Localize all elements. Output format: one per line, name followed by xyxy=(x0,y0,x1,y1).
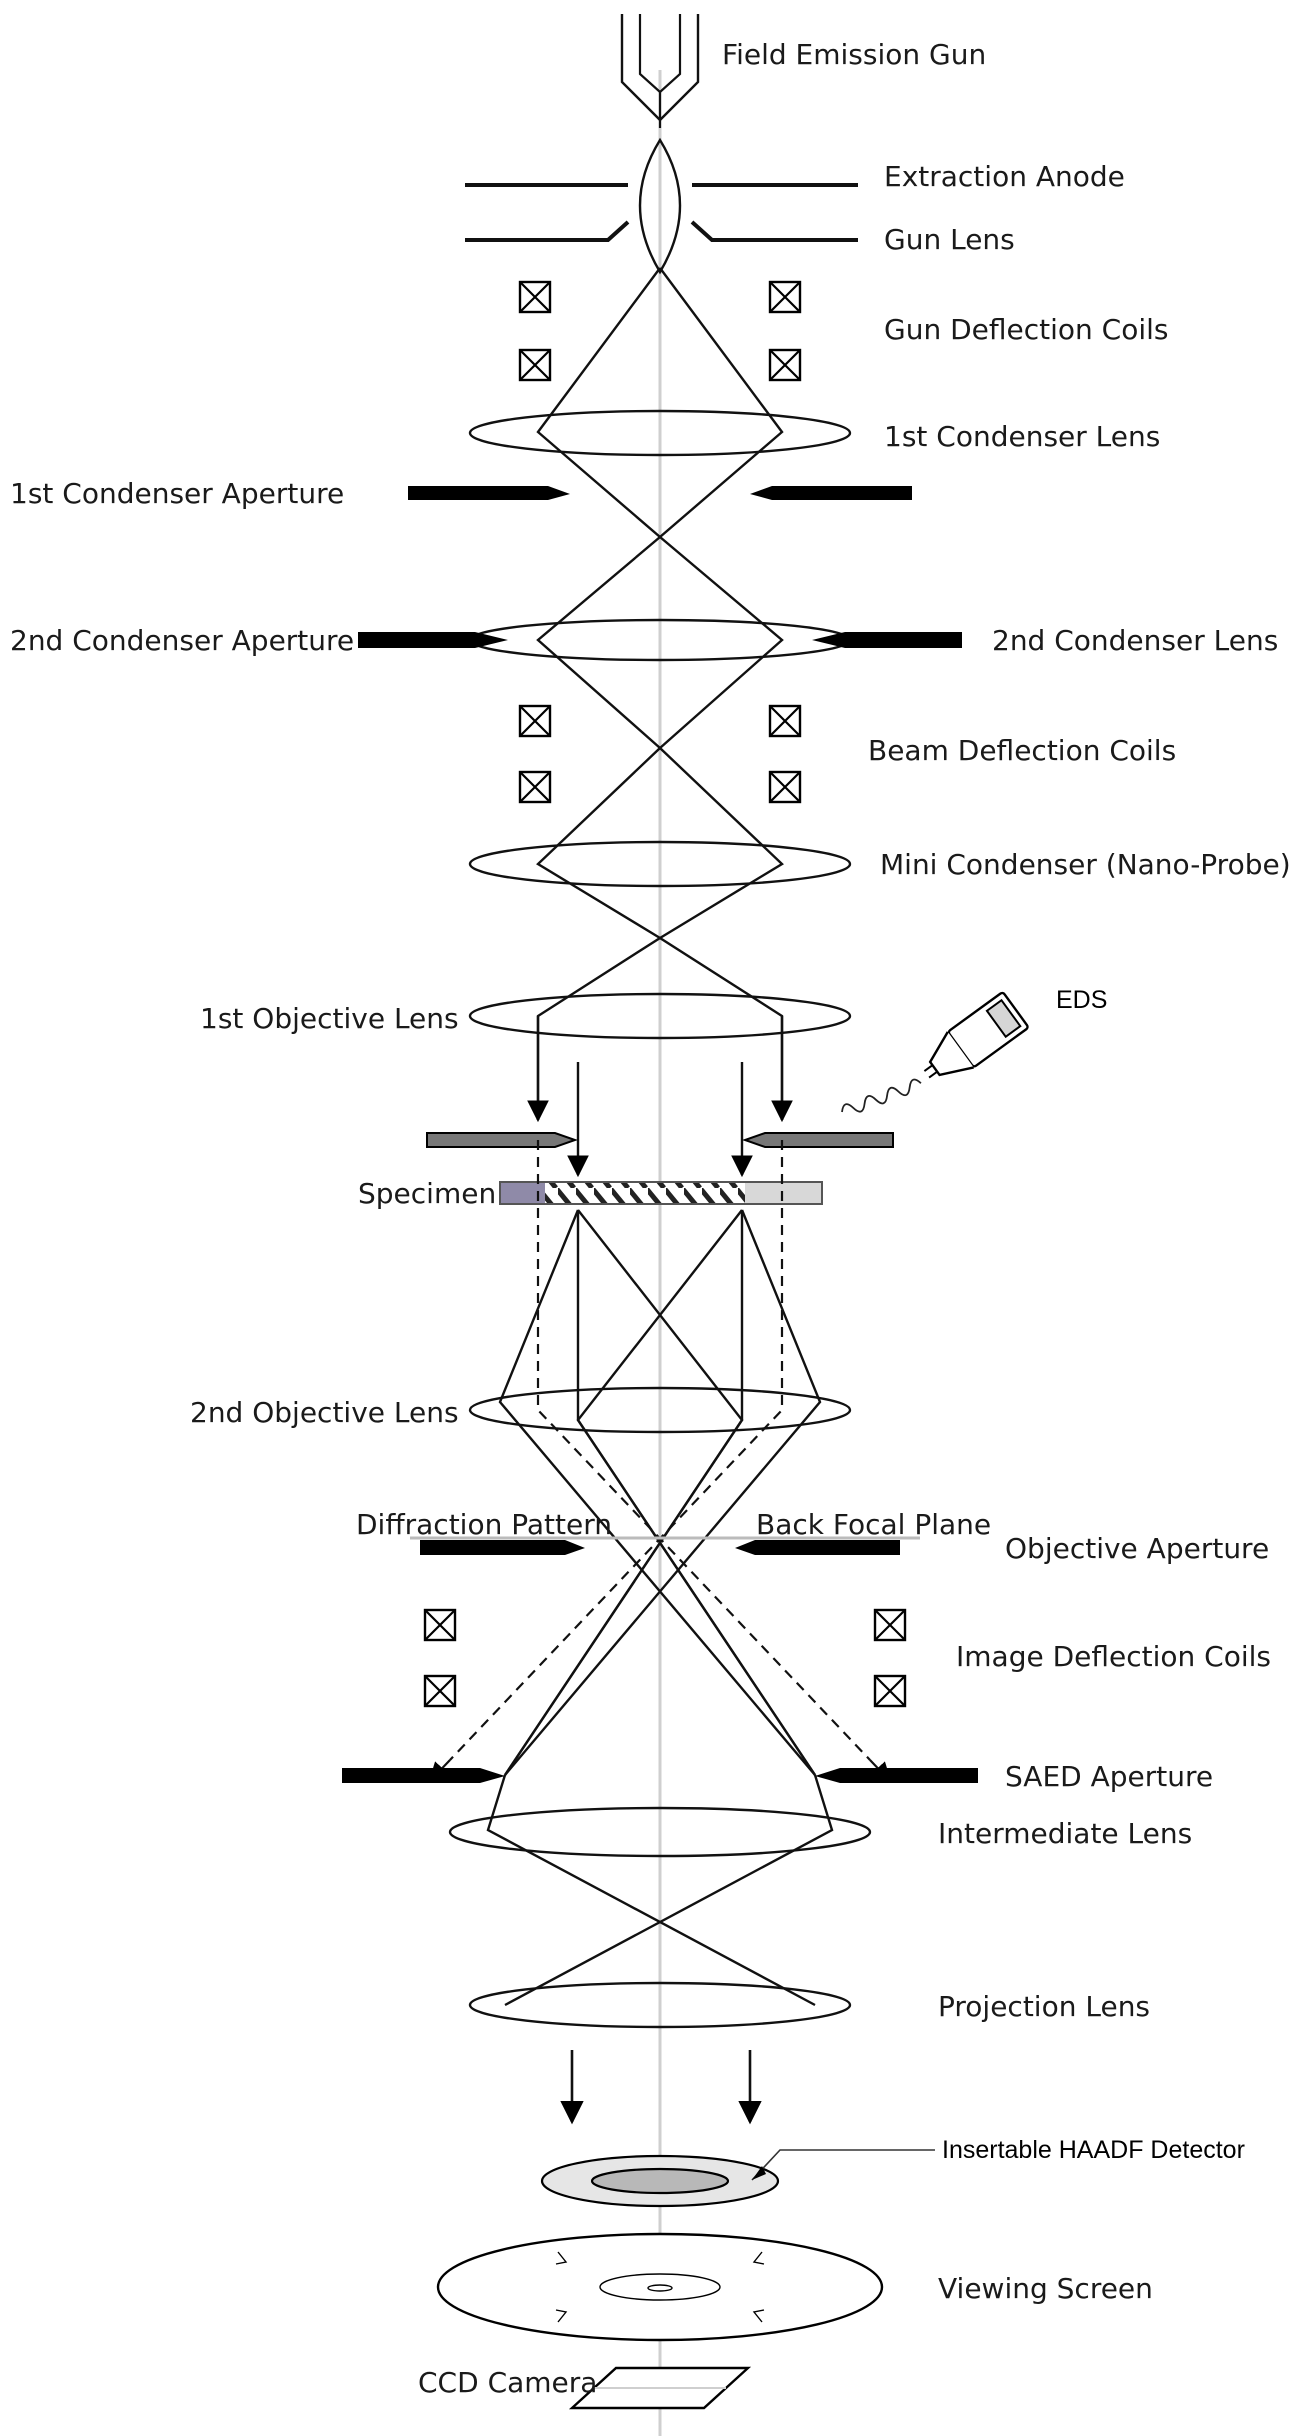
gun-lens-plates xyxy=(465,220,858,242)
label-projection-lens: Projection Lens xyxy=(938,1990,1150,2023)
viewing-screen xyxy=(436,2232,884,2342)
haadf-detector xyxy=(540,2154,780,2208)
intermediate-lens xyxy=(448,1806,872,1858)
second-condenser-aperture xyxy=(358,632,962,648)
label-ccd-camera: CCD Camera xyxy=(418,2366,597,2399)
label-beam-deflection-coils: Beam Deflection Coils xyxy=(868,734,1176,767)
label-specimen: Specimen xyxy=(358,1177,496,1210)
incident-beam-arrows xyxy=(527,1016,793,1178)
beam-deflection-coils xyxy=(518,704,802,804)
label-eds: EDS xyxy=(1056,986,1107,1014)
label-second-objective-lens: 2nd Objective Lens xyxy=(190,1396,459,1429)
first-condenser-lens xyxy=(468,409,852,457)
output-beam-arrows xyxy=(560,2050,762,2125)
imaging-rays xyxy=(486,1209,834,2007)
objective-aperture xyxy=(420,1540,900,1555)
saed-aperture xyxy=(342,1768,978,1783)
haadf-pointer xyxy=(751,2149,935,2181)
mini-condenser-lens xyxy=(468,840,852,888)
label-second-condenser-lens: 2nd Condenser Lens xyxy=(992,624,1278,657)
label-first-condenser-lens: 1st Condenser Lens xyxy=(884,420,1160,453)
first-condenser-aperture xyxy=(408,486,912,500)
label-image-deflection-coils: Image Deflection Coils xyxy=(956,1640,1271,1673)
label-field-emission-gun: Field Emission Gun xyxy=(722,38,986,71)
specimen xyxy=(499,1181,823,1205)
second-objective-lens xyxy=(468,1386,852,1434)
label-saed-aperture: SAED Aperture xyxy=(1005,1760,1213,1793)
label-viewing-screen: Viewing Screen xyxy=(938,2272,1153,2305)
eds-detector-icon xyxy=(841,991,1029,1113)
label-first-objective-lens: 1st Objective Lens xyxy=(200,1002,459,1035)
label-mini-condenser: Mini Condenser (Nano-Probe) xyxy=(880,848,1291,881)
label-gun-lens: Gun Lens xyxy=(884,223,1015,256)
first-objective-lens xyxy=(468,992,852,1040)
ccd-camera xyxy=(568,2366,752,2410)
label-gun-deflection-coils: Gun Deflection Coils xyxy=(884,313,1169,346)
label-diffraction-pattern: Diffraction Pattern xyxy=(356,1508,612,1541)
gun-lens xyxy=(638,137,682,275)
label-back-focal-plane: Back Focal Plane xyxy=(756,1508,991,1541)
label-extraction-anode: Extraction Anode xyxy=(884,160,1125,193)
image-deflection-coils xyxy=(423,1608,907,1708)
label-haadf-detector: Insertable HAADF Detector xyxy=(942,2136,1245,2164)
field-emission-gun xyxy=(620,14,700,128)
projection-lens xyxy=(468,1981,852,2029)
label-intermediate-lens: Intermediate Lens xyxy=(938,1817,1192,1850)
gun-deflection-coils xyxy=(518,280,802,382)
label-second-condenser-aperture: 2nd Condenser Aperture xyxy=(10,624,354,657)
illumination-rays xyxy=(536,267,784,1120)
label-objective-aperture: Objective Aperture xyxy=(1005,1532,1269,1565)
label-first-condenser-aperture: 1st Condenser Aperture xyxy=(10,477,344,510)
